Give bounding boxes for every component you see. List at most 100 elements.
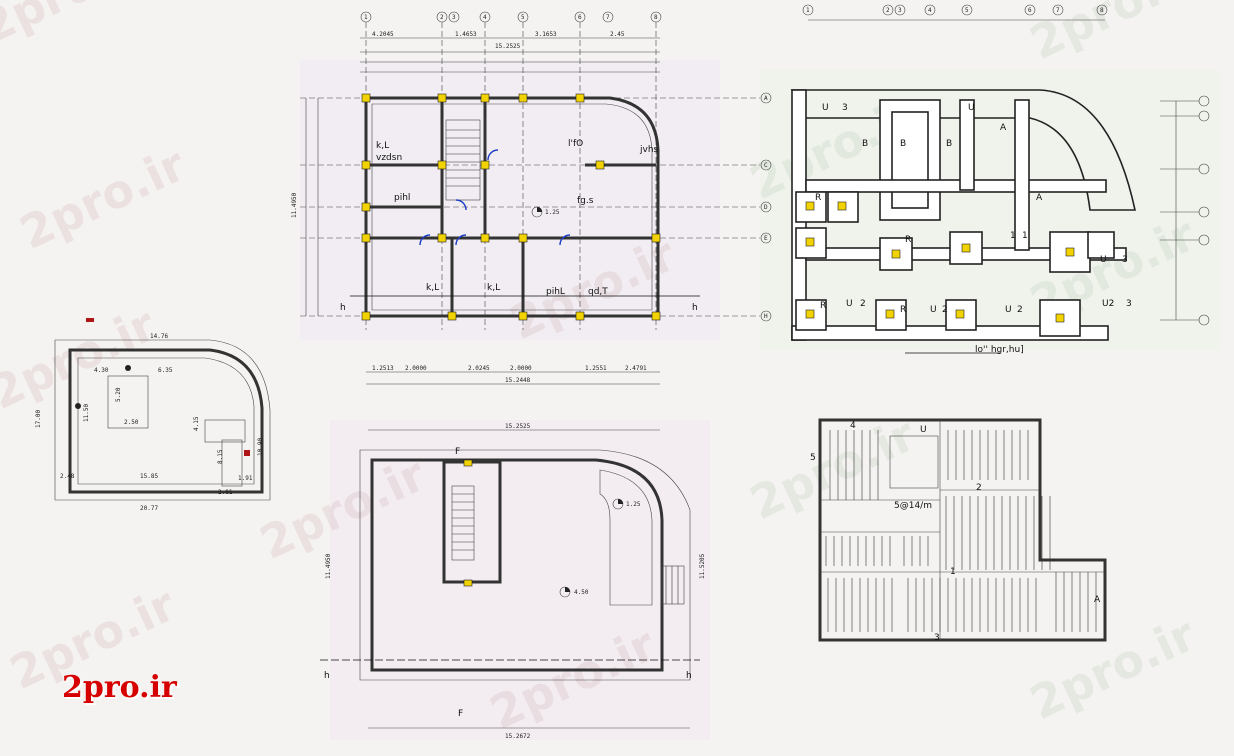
roof-dim-bottom: 15.2672 <box>505 733 531 740</box>
svg-text:10.90: 10.90 <box>257 438 264 456</box>
svg-text:4.30: 4.30 <box>94 367 109 374</box>
svg-text:2: 2 <box>440 14 444 21</box>
room-label: k,L <box>487 283 500 293</box>
svg-text:4: 4 <box>928 7 932 14</box>
svg-text:U: U <box>1005 305 1012 315</box>
level-mark: 1.25 <box>545 209 560 216</box>
svg-text:2.0000: 2.0000 <box>405 365 427 372</box>
svg-text:4: 4 <box>483 14 487 21</box>
svg-text:3: 3 <box>1122 255 1128 265</box>
svg-text:3: 3 <box>1126 299 1132 309</box>
dim-left: 11.4950 <box>291 192 298 218</box>
columns <box>361 93 661 321</box>
site-logo[interactable]: 2pro.ir <box>62 670 177 705</box>
svg-text:2.0000: 2.0000 <box>510 365 532 372</box>
svg-text:R: R <box>815 193 821 203</box>
pad-footings <box>795 191 1115 337</box>
svg-text:2: 2 <box>942 305 948 315</box>
svg-text:U: U <box>920 425 927 435</box>
svg-text:3.1653: 3.1653 <box>535 31 557 38</box>
svg-text:11.50: 11.50 <box>83 404 90 422</box>
svg-text:3: 3 <box>452 14 456 21</box>
foundation-plan-title: lo'' hgr,hu] <box>975 345 1024 355</box>
room-label: fg.s <box>577 196 594 206</box>
room-label: pihL <box>546 287 565 297</box>
svg-text:U: U <box>846 299 853 309</box>
room-label: jvhs <box>639 145 659 155</box>
svg-text:H: H <box>764 313 768 320</box>
svg-text:5: 5 <box>810 453 816 463</box>
svg-text:2: 2 <box>976 483 982 493</box>
svg-text:R: R <box>900 305 906 315</box>
ground-floor-plan: 15.2525 4.2045 1.4653 3.1653 2.45 1 2 3 … <box>291 11 772 385</box>
svg-text:1.91: 1.91 <box>238 475 253 482</box>
svg-text:3: 3 <box>842 103 848 113</box>
svg-text:4: 4 <box>850 421 856 431</box>
svg-text:U: U <box>822 103 829 113</box>
grid-bubbles-right: A C D E H <box>760 92 772 322</box>
svg-text:2: 2 <box>1017 305 1023 315</box>
svg-text:4.2045: 4.2045 <box>372 31 394 38</box>
svg-text:B: B <box>862 139 868 149</box>
site-plan: 14.76 17.00 20.77 15.85 4.30 6.35 2.50 5… <box>35 318 271 512</box>
svg-text:U2: U2 <box>1102 299 1114 309</box>
svg-text:B: B <box>900 139 906 149</box>
roof-plan: 15.2525 1.25 4.50 h h F F 15.2672 11.495… <box>320 423 706 740</box>
svg-text:2: 2 <box>886 7 890 14</box>
slab-joist-plan: 5@14/m U 1 2 3 4 5 A <box>810 418 1107 643</box>
svg-text:2.4791: 2.4791 <box>625 365 647 372</box>
dim-top: 15.2525 <box>495 43 521 50</box>
svg-text:U: U <box>930 305 937 315</box>
dim-bottom: 15.2448 <box>505 377 531 384</box>
svg-text:U: U <box>1100 255 1107 265</box>
svg-text:A: A <box>1000 123 1007 133</box>
room-label: vzdsn <box>376 153 402 163</box>
level-mark: 4.50 <box>574 589 589 596</box>
mark-f: F <box>455 447 460 457</box>
svg-text:C: C <box>764 162 768 169</box>
svg-text:U: U <box>968 103 975 113</box>
section-mark: h <box>686 671 692 681</box>
svg-text:1.4653: 1.4653 <box>455 31 477 38</box>
slab-label: 5@14/m <box>894 501 932 511</box>
svg-text:1.2551: 1.2551 <box>585 365 607 372</box>
svg-text:B: B <box>946 139 952 149</box>
svg-text:5: 5 <box>521 14 525 21</box>
svg-text:7: 7 <box>1056 7 1060 14</box>
svg-text:4.15: 4.15 <box>193 416 200 431</box>
svg-text:1: 1 <box>950 567 956 577</box>
svg-text:2.0245: 2.0245 <box>468 365 490 372</box>
svg-text:17.00: 17.00 <box>35 410 42 428</box>
svg-text:D: D <box>764 204 768 211</box>
svg-text:8: 8 <box>1100 7 1104 14</box>
svg-text:1.2513: 1.2513 <box>372 365 394 372</box>
level-mark: 1.25 <box>626 501 641 508</box>
svg-text:R: R <box>820 301 826 311</box>
room-label: k,L <box>426 283 439 293</box>
svg-text:2.45: 2.45 <box>610 31 625 38</box>
svg-text:1: 1 <box>1022 231 1028 241</box>
svg-text:6: 6 <box>578 14 582 21</box>
svg-text:5: 5 <box>965 7 969 14</box>
svg-text:6: 6 <box>1028 7 1032 14</box>
svg-text:1: 1 <box>364 14 368 21</box>
foundation-plan: 1 2 3 4 5 6 7 8 <box>790 4 1210 355</box>
svg-text:A: A <box>1036 193 1043 203</box>
svg-text:R: R <box>905 235 911 245</box>
svg-text:3: 3 <box>898 7 902 14</box>
section-mark: h <box>692 303 698 313</box>
svg-text:2.50: 2.50 <box>124 419 139 426</box>
room-label: qd,T <box>588 287 608 297</box>
roof-dim-top: 15.2525 <box>505 423 531 430</box>
grid-bubbles-top: 1 2 3 4 5 6 7 8 <box>360 11 662 23</box>
svg-text:8.15: 8.15 <box>217 449 224 464</box>
joist-hatch <box>825 430 1097 632</box>
roof-dim-right: 11.5205 <box>699 553 706 579</box>
svg-text:2.48: 2.48 <box>60 473 75 480</box>
svg-text:3: 3 <box>934 633 940 643</box>
door-swings <box>419 149 571 246</box>
svg-text:E: E <box>764 235 768 242</box>
roof-dim-left: 11.4950 <box>325 553 332 579</box>
